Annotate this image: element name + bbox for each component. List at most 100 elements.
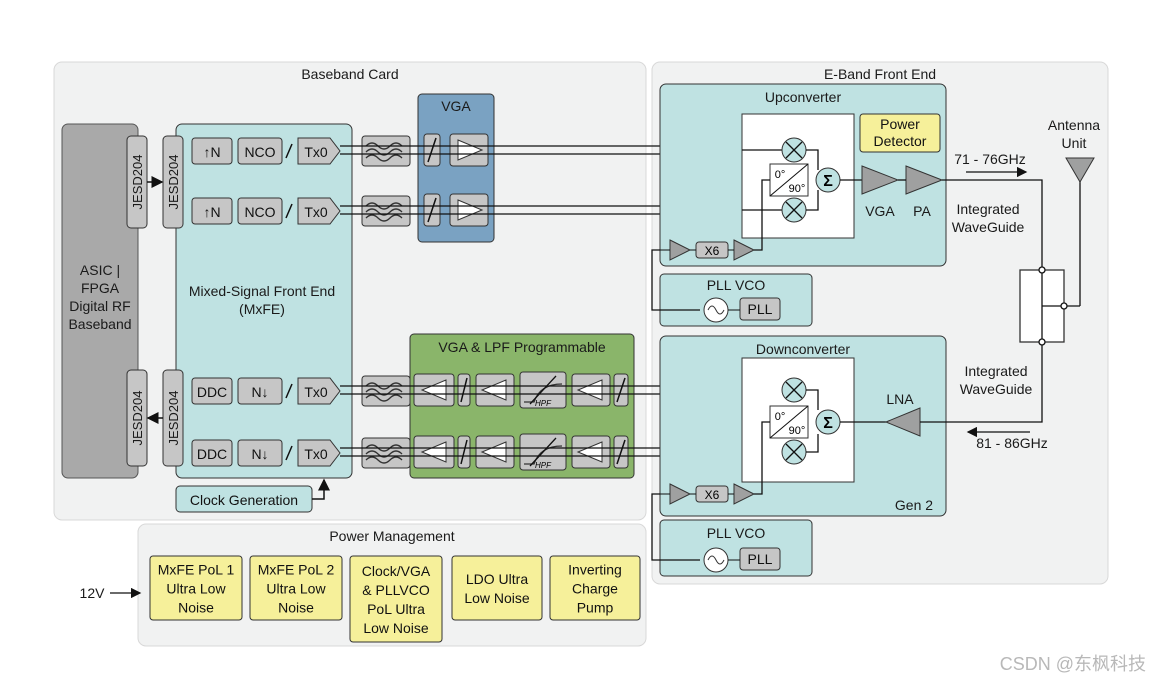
dac-label: Tx0 [304, 144, 328, 160]
vga-amp [861, 165, 900, 195]
asic-label-line1: ASIC | [80, 262, 120, 278]
gen2-label: Gen 2 [895, 497, 933, 513]
downconverter-lo-chain: X6 [660, 421, 770, 505]
power-block-5-line-3: Pump [577, 600, 614, 616]
power-block-2-line-3: Noise [278, 600, 314, 616]
vga-label: VGA [865, 203, 895, 219]
pa-label: PA [913, 203, 931, 219]
antenna-icon [1065, 157, 1095, 183]
hpf-label: HPF [535, 461, 552, 470]
power-block-3-line-4: Low Noise [363, 620, 429, 636]
power-block-2-line-1: MxFE PoL 2 [258, 562, 335, 578]
nco-block [237, 197, 283, 225]
antenna-label-line2: Unit [1062, 135, 1087, 151]
dac-block [297, 197, 341, 225]
power-detector-line2: Detector [874, 133, 927, 149]
pll-box-lower [739, 547, 781, 571]
watermark: CSDN @东枫科技 [1000, 654, 1146, 674]
vga-amplifiers [423, 133, 489, 227]
adc-label: Tx0 [304, 384, 328, 400]
ddc-label: DDC [197, 446, 227, 462]
upconverter-title: Upconverter [765, 89, 842, 105]
power-block-2-line-2: Ultra Low [266, 581, 326, 597]
power-block-1-line-3: Noise [178, 600, 214, 616]
dac-block [297, 137, 341, 165]
pll-vco-upper-title: PLL VCO [707, 277, 766, 293]
clock-to-mxfe-line [312, 478, 330, 500]
rx-waveguide-line1: Integrated [964, 363, 1027, 379]
tx-chain-2: ↑N NCO Tx0 [191, 197, 341, 225]
power-block-5-line-2: Charge [572, 581, 618, 597]
nco-label: NCO [244, 144, 275, 160]
summer-label: Σ [823, 173, 833, 190]
ddc-block [191, 439, 233, 467]
upsample-label: ↑N [203, 144, 220, 160]
slash-mark [285, 203, 293, 219]
upsample-label: ↑N [203, 204, 220, 220]
pll-vco-lower-title: PLL VCO [707, 525, 766, 541]
hpf-label: HPF [535, 399, 552, 408]
downsample-label: N↓ [251, 446, 268, 462]
pll-lower-label: PLL [748, 551, 773, 567]
power-block-3-line-2: & PLLVCO [362, 582, 430, 598]
rx-freq-label: 81 - 86GHz [976, 435, 1048, 451]
clock-generation-label: Clock Generation [190, 492, 298, 508]
vga-group-title: VGA [441, 98, 471, 114]
power-detector-line1: Power [880, 116, 920, 132]
nco-label: NCO [244, 204, 275, 220]
ddc-label: DDC [197, 384, 227, 400]
adc-block [297, 439, 341, 467]
rx-waveguide-line2: WaveGuide [960, 381, 1033, 397]
power-block-2 [249, 555, 343, 621]
tx-waveguide-line1: Integrated [956, 201, 1019, 217]
upconverter-lo-chain: X6 [660, 179, 770, 261]
pll-box-upper [739, 297, 781, 321]
nco-block [237, 137, 283, 165]
x6-label: X6 [705, 244, 720, 258]
slash-mark [285, 383, 293, 399]
power-block-1-line-1: MxFE PoL 1 [158, 562, 235, 578]
downsample-label: N↓ [251, 384, 268, 400]
asic-label-line4: Baseband [68, 316, 131, 332]
mxfe-jesd-bottom-label: JESD204 [166, 391, 181, 446]
asic-fpga-block [61, 123, 139, 479]
power-block-4-line-2: Low Noise [464, 590, 530, 606]
upsample-block [191, 197, 233, 225]
mxfe-label-line2: (MxFE) [239, 301, 285, 317]
phase-90-label: 90° [789, 425, 806, 437]
tx-waveguide-line2: WaveGuide [952, 219, 1025, 235]
pll-upper-label: PLL [748, 301, 773, 317]
upsample-block [191, 137, 233, 165]
ddc-block [191, 377, 233, 405]
vga-lpf-chain-1: HPF [413, 371, 629, 409]
asic-label-line2: FPGA [81, 280, 120, 296]
mxfe-jesd-top-label: JESD204 [166, 155, 181, 210]
power-block-3-line-3: PoL Ultra [367, 601, 425, 617]
power-block-1 [149, 555, 243, 621]
asic-jesd-bottom-label: JESD204 [130, 391, 145, 446]
power-block-5 [549, 555, 641, 621]
power-block-4 [451, 555, 543, 621]
power-detector-block [859, 113, 941, 153]
mxfe-label-line1: Mixed-Signal Front End [189, 283, 335, 299]
rx-chain-1: DDC N↓ Tx0 [191, 377, 341, 405]
slash-mark [285, 143, 293, 159]
splitter-sum-label: Σ [823, 415, 833, 432]
phase-0-label: 0° [775, 169, 786, 181]
lna-label: LNA [886, 391, 914, 407]
waveguide-and-antenna [920, 179, 1081, 423]
eband-front-end-title: E-Band Front End [824, 66, 936, 82]
tx-chain-1: ↑N NCO Tx0 [191, 137, 341, 165]
filter-blocks [361, 135, 411, 469]
phase-0-label: 0° [775, 411, 786, 423]
adc-label: Tx0 [304, 446, 328, 462]
baseband-card-title: Baseband Card [301, 66, 398, 82]
power-management-title: Power Management [329, 528, 454, 544]
power-block-3-line-1: Clock/VGA [362, 563, 431, 579]
downconverter-title: Downconverter [756, 341, 850, 357]
dac-label: Tx0 [304, 204, 328, 220]
downsample-block [237, 377, 283, 405]
power-input-label: 12V [80, 585, 106, 601]
